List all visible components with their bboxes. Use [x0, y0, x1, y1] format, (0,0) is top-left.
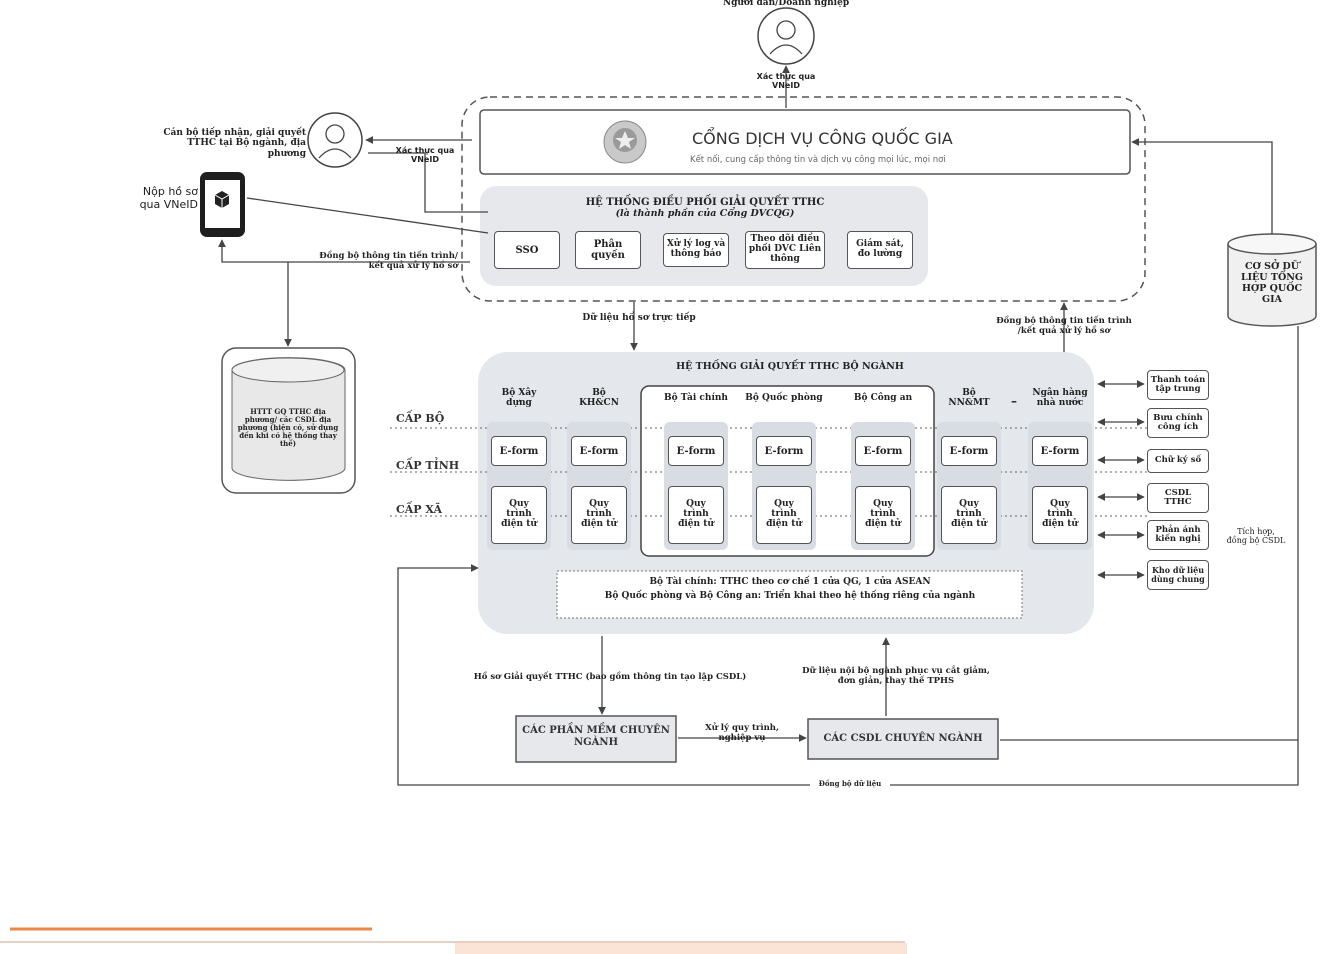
- ministry-name-finance: Bộ Tài chính: [664, 393, 728, 403]
- service-digital-signature: Chữ ký số: [1147, 449, 1209, 473]
- software-box: [515, 715, 677, 763]
- level-ministry: CẤP BỘ: [396, 412, 445, 425]
- national-db-cylinder: [1227, 244, 1317, 327]
- ministry-name-science-tech: Bộ KH&CN: [579, 388, 619, 409]
- officer-auth-label: Xác thực qua VNeID: [395, 146, 455, 165]
- portal-header-box: [479, 109, 1131, 175]
- process-box: Quy trình điện tử: [941, 486, 997, 544]
- process-box: Quy trình điện tử: [855, 486, 911, 544]
- national-db-label: CƠ SỞ DỮ LIỆU TỔNG HỢP QUỐC GIA: [1240, 261, 1304, 305]
- coordination-title: HỆ THỐNG ĐIỀU PHỐI GIẢI QUYẾT TTHC: [585, 197, 825, 208]
- dossier-label: Hồ sơ Giải quyết TTHC (bao gồm thông tin…: [473, 672, 747, 682]
- portal-frame: [461, 96, 1146, 302]
- eform-box: E-form: [855, 436, 911, 466]
- eform-box: E-form: [756, 436, 812, 466]
- mobile-label: Nộp hồ sơ qua VNeID: [139, 185, 198, 211]
- module-monitoring: Giám sát, đo lường: [847, 231, 913, 269]
- service-postal: Bưu chính công ích: [1147, 408, 1209, 438]
- module-tracking: Theo dõi điều phối DVC Liên thông: [745, 231, 825, 269]
- ministry-name-police: Bộ Công an: [853, 393, 913, 403]
- process-flow-label: Xử lý quy trình, nghiệp vụ: [705, 723, 779, 743]
- eform-box: E-form: [941, 436, 997, 466]
- level-province: CẤP TỈNH: [396, 459, 460, 472]
- coordination-subtitle: (là thành phần của Cổng DVCQG): [615, 208, 795, 219]
- citizen-label: Người dân/Doanh nghiệp: [722, 0, 850, 8]
- process-box: Quy trình điện tử: [571, 486, 627, 544]
- service-procedure-db: CSDL TTHC: [1147, 483, 1209, 513]
- special-db-label: CÁC CSDL CHUYÊN NGÀNH: [823, 733, 983, 744]
- ministry-system-title: HỆ THỐNG GIẢI QUYẾT TTHC BỘ NGÀNH: [676, 361, 904, 372]
- local-db-label: HTTT GQ TTHC địa phương/ các CSDL địa ph…: [237, 407, 339, 449]
- portal-title: CỔNG DỊCH VỤ CÔNG QUỐC GIA: [692, 129, 953, 148]
- integrate-label: Tích hợp, đồng bộ CSDL: [1226, 527, 1286, 546]
- note-box: [556, 570, 1023, 619]
- sync-data-label: Đồng bộ dữ liệu: [810, 779, 890, 789]
- ministry-name-defense: Bộ Quốc phòng: [745, 393, 823, 403]
- process-box: Quy trình điện tử: [668, 486, 724, 544]
- ministry-dash: –: [1011, 394, 1017, 408]
- direct-data-label: Dữ liệu hồ sơ trực tiếp: [582, 313, 696, 323]
- note-line-2: Bộ Quốc phòng và Bộ Công an: Triển khai …: [604, 591, 976, 601]
- sync-left-label: Đồng bộ thông tin tiến trình/ kết quả xử…: [319, 251, 458, 271]
- officer-label: Cán bộ tiếp nhận, giải quyết TTHC tại Bộ…: [163, 128, 306, 159]
- footer-peach-bar: [455, 943, 907, 954]
- internal-data-label: Dữ liệu nội bộ ngành phục vụ cắt giảm, đ…: [802, 666, 990, 686]
- eform-box: E-form: [1032, 436, 1088, 466]
- software-label: CÁC PHẦN MỀM CHUYÊN NGÀNH: [522, 725, 670, 748]
- sync-right-label: Đồng bộ thông tin tiến trình /kết quả xử…: [996, 316, 1132, 336]
- note-line-1: Bộ Tài chính: TTHC theo cơ chế 1 cửa QG,…: [649, 577, 931, 587]
- module-logging: Xử lý log và thông báo: [663, 233, 729, 267]
- service-shared-data: Kho dữ liệu dùng chung: [1147, 560, 1209, 590]
- service-payment: Thanh toán tập trung: [1147, 370, 1209, 400]
- module-permissions: Phân quyền: [575, 231, 641, 269]
- process-box: Quy trình điện tử: [756, 486, 812, 544]
- officer-avatar: [307, 112, 363, 168]
- citizen-avatar: [757, 7, 815, 65]
- level-commune: CẤP XÃ: [396, 503, 443, 516]
- ministry-name-agriculture-env: Bộ NN&MT: [948, 388, 990, 409]
- special-db-box: [807, 718, 999, 760]
- eform-box: E-form: [668, 436, 724, 466]
- citizen-auth-label: Xác thực qua VNeID: [756, 72, 816, 91]
- eform-box: E-form: [491, 436, 547, 466]
- service-feedback: Phản ánh kiến nghị: [1147, 520, 1209, 550]
- ministry-name-construction: Bộ Xây dựng: [501, 388, 537, 409]
- process-box: Quy trình điện tử: [1032, 486, 1088, 544]
- process-box: Quy trình điện tử: [491, 486, 547, 544]
- module-sso: SSO: [494, 231, 560, 269]
- portal-subtitle: Kết nối, cung cấp thông tin và dịch vụ c…: [690, 155, 946, 165]
- eform-box: E-form: [571, 436, 627, 466]
- ministry-name-state-bank: Ngân hàng nhà nước: [1032, 388, 1088, 409]
